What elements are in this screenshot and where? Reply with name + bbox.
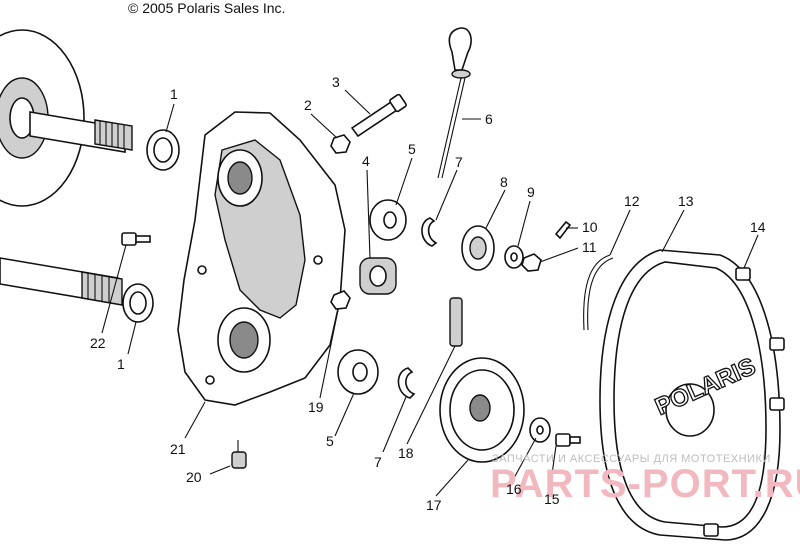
callout-22: 22 xyxy=(90,335,106,351)
leader-lines xyxy=(101,89,759,497)
snap-ring-7-lower xyxy=(397,367,416,399)
callout-13: 13 xyxy=(678,193,694,209)
callout-17: 17 xyxy=(426,497,442,513)
sprocket-8 xyxy=(461,225,495,271)
seal-lower xyxy=(122,283,154,323)
callout-8: 8 xyxy=(500,174,508,190)
washer-5-lower xyxy=(337,349,379,395)
washer-5-upper xyxy=(369,199,407,241)
chaincase-housing xyxy=(177,111,346,406)
callout-18: 18 xyxy=(398,445,414,461)
copyright-text: © 2005 Polaris Sales Inc. xyxy=(128,0,285,16)
callout-14: 14 xyxy=(750,219,766,235)
bolt-3 xyxy=(350,93,407,138)
chaincase-cover: POLARIS xyxy=(599,249,781,541)
gasket xyxy=(583,254,614,331)
chain-18 xyxy=(449,297,463,347)
tensioner xyxy=(359,257,397,295)
bolt-15 xyxy=(555,433,581,447)
callout-10: 10 xyxy=(582,219,598,235)
callout-15: 15 xyxy=(544,491,560,507)
drain-plug xyxy=(231,451,247,469)
callout-7a: 7 xyxy=(455,154,463,170)
dipstick xyxy=(437,27,472,179)
washer-9 xyxy=(504,245,524,269)
callout-19: 19 xyxy=(308,399,324,415)
nut-2 xyxy=(330,134,351,154)
callout-21: 21 xyxy=(170,441,186,457)
nut-11 xyxy=(521,253,542,272)
callout-4: 4 xyxy=(362,153,370,169)
callout-9: 9 xyxy=(527,184,535,200)
lower-shaft xyxy=(0,257,123,306)
bolt-22 xyxy=(121,232,151,246)
watermark-tagline: ЗАПЧАСТИ И АКСЕССУАРЫ ДЛЯ МОТОТЕХНИКИ xyxy=(492,453,771,465)
snap-ring-7-upper xyxy=(421,217,438,247)
callout-12: 12 xyxy=(624,193,640,209)
callout-5a: 5 xyxy=(408,141,416,157)
seal-upper xyxy=(146,129,180,171)
callout-1a: 1 xyxy=(170,86,178,102)
washer-16 xyxy=(529,417,551,443)
cotter-pin-10 xyxy=(554,220,572,240)
bolts-14 xyxy=(703,267,785,537)
callout-3: 3 xyxy=(332,74,340,90)
callout-1b: 1 xyxy=(117,356,125,372)
callout-11: 11 xyxy=(582,239,597,255)
callout-7b: 7 xyxy=(374,454,382,470)
callout-16: 16 xyxy=(506,481,522,497)
callout-2: 2 xyxy=(304,97,312,113)
callout-5b: 5 xyxy=(326,433,334,449)
watermark-site: PARTS-PORT.RU xyxy=(490,462,800,506)
nut-19 xyxy=(330,290,351,310)
sprocket-17 xyxy=(439,357,525,463)
callout-20: 20 xyxy=(186,469,202,485)
upper-shaft xyxy=(29,111,133,153)
callout-6: 6 xyxy=(485,111,493,127)
